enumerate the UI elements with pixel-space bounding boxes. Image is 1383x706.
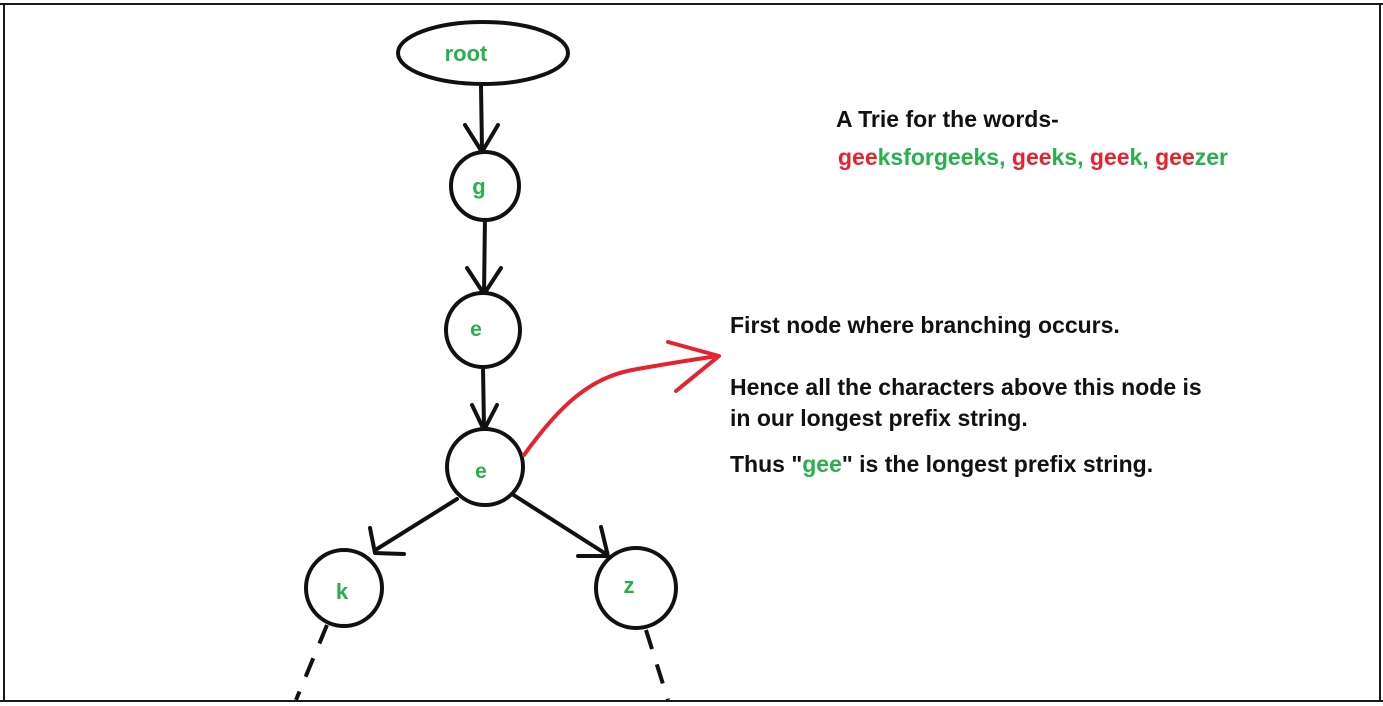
explanation-line2a: Hence all the characters above this node… [730, 374, 1202, 400]
edge-root-g [479, 84, 484, 152]
word-1-common: gee [838, 144, 878, 170]
node-e2-label: e [475, 460, 487, 483]
frame-left-border [3, 3, 5, 702]
frame-right-border [1379, 3, 1381, 702]
explanation-line3-suffix: " is the longest prefix string. [841, 451, 1154, 477]
word-4-common: gee [1155, 144, 1195, 170]
word-4-rest: zer [1194, 144, 1229, 170]
red-pointer-arrowhead [666, 340, 721, 393]
dashed-edge-z [644, 629, 670, 701]
frame-top-border [0, 3, 1383, 5]
explanation-line3-highlight: gee [802, 451, 842, 477]
node-z-label: z [624, 573, 635, 598]
node-k [304, 548, 384, 628]
node-e2 [445, 427, 525, 507]
explanation-line3-prefix: Thus " [730, 451, 803, 477]
node-e1 [444, 291, 522, 369]
word-1-rest: ksforgeeks [877, 144, 1000, 170]
word-3-sep: , [1142, 144, 1156, 170]
node-g-label: g [472, 174, 485, 199]
node-root [396, 20, 570, 86]
edge-g-e [482, 214, 487, 296]
frame-bottom-border [0, 700, 1383, 702]
word-3-rest: k [1129, 144, 1143, 170]
explanation-line1: First node where branching occurs. [730, 312, 1120, 338]
node-root-label: root [445, 41, 488, 66]
explanation-line2b: in our longest prefix string. [730, 405, 1028, 431]
dashed-edge-k [294, 624, 329, 701]
word-1-sep: , [999, 144, 1012, 170]
node-g [449, 150, 521, 222]
edge-e-k [375, 497, 459, 551]
explanation-line3: Thus "gee" is the longest prefix string. [730, 449, 1153, 480]
word-2-rest: ks [1051, 144, 1078, 170]
trie-title-line1: A Trie for the words- [836, 106, 1059, 132]
node-e1-label: e [470, 318, 482, 341]
arrowhead-z [576, 525, 610, 558]
arrowhead-k [368, 526, 406, 556]
node-k-label: k [336, 579, 349, 604]
trie-word-list: geeksforgeeks, geeks, geek, geezer [838, 142, 1228, 173]
red-pointer-arrow [522, 354, 720, 457]
word-3-common: gee [1089, 144, 1130, 170]
edge-e-e [481, 365, 486, 430]
node-z [594, 546, 678, 630]
word-2-sep: , [1077, 144, 1090, 170]
trie-title: A Trie for the words- [836, 104, 1059, 135]
word-2-common: gee [1011, 144, 1052, 170]
edge-e-z [510, 492, 608, 556]
